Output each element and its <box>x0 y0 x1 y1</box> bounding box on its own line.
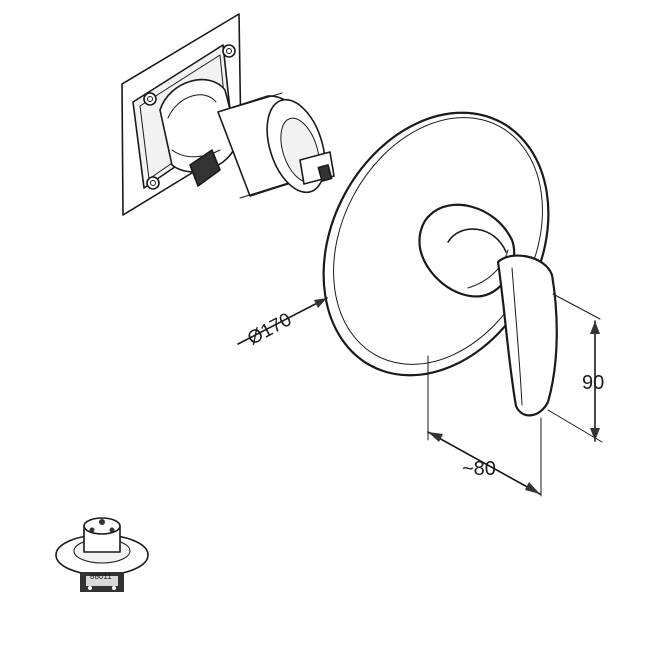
escutcheon-assembly <box>322 111 558 417</box>
diameter-dimension: Ø170 <box>237 297 328 350</box>
screw-icon <box>143 92 157 106</box>
lever-handle <box>496 254 558 417</box>
outlet-fitting <box>189 149 221 187</box>
spindle-tip <box>317 164 333 182</box>
screw-icon <box>222 44 236 58</box>
handle-body <box>418 203 516 298</box>
screw-icon <box>146 176 160 190</box>
height-label: 90 <box>582 372 604 394</box>
product-thumbnail: 88011 <box>55 517 149 592</box>
depth-label: ~80 <box>462 458 496 480</box>
diameter-label: Ø170 <box>244 309 295 349</box>
height-extension-top <box>552 293 601 320</box>
depth-dimension-line <box>427 431 541 495</box>
depth-dimension: ~80 <box>427 355 542 497</box>
height-dimension: 90 <box>547 293 604 443</box>
thumbnail-code-label: 88011 <box>90 572 112 581</box>
concealed-valve-body <box>121 13 335 216</box>
height-extension-bottom <box>547 409 603 443</box>
diameter-leader <box>237 297 328 345</box>
